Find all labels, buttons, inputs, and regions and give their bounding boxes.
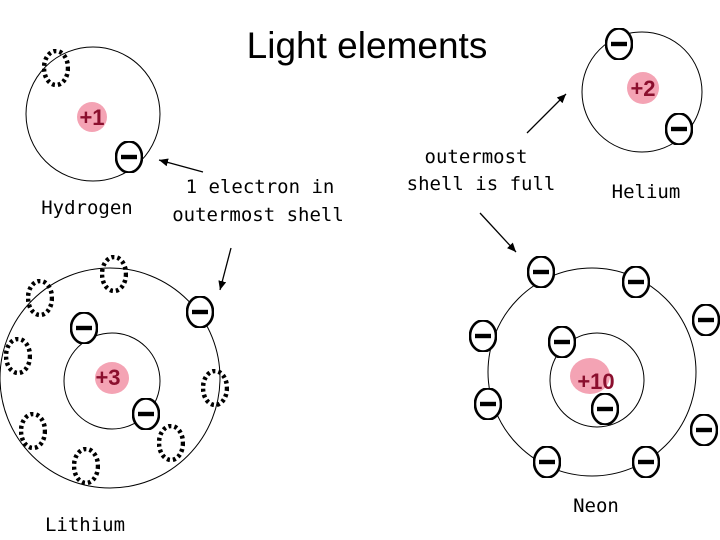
arrow-to-hydrogen	[158, 158, 204, 173]
empty-electron-slot-icon	[44, 51, 68, 85]
electron-minus-icon	[132, 398, 160, 430]
page-title: Light elements	[247, 25, 488, 66]
electron-minus-icon	[622, 266, 650, 298]
lithium-charge: +3	[95, 365, 120, 390]
electron-minus-icon	[605, 28, 633, 60]
electron-minus-icon	[533, 446, 561, 478]
electron-minus-icon	[186, 296, 214, 328]
electron-minus-icon	[474, 388, 502, 420]
electron-minus-icon	[527, 256, 555, 288]
empty-electron-slot-icon	[74, 449, 98, 483]
helium-orbit	[581, 31, 703, 153]
shell-full-annotation: outermost shell is full	[407, 93, 567, 253]
arrow-to-lithium	[218, 247, 232, 291]
empty-electron-slot-icon	[28, 281, 52, 315]
lithium-outer-orbit	[0, 267, 221, 489]
helium-nucleus	[627, 72, 659, 104]
empty-electron-slot-icon	[102, 257, 126, 291]
lithium-atom: +3 Lithium	[0, 257, 227, 536]
empty-electron-slot-icon	[6, 339, 30, 373]
annotation-line-2: outermost shell	[172, 204, 344, 226]
helium-atom: +2 Helium	[581, 28, 703, 203]
electron-minus-icon	[548, 326, 576, 358]
neon-inner-orbit	[549, 332, 645, 428]
electron-minus-icon	[665, 113, 693, 145]
helium-charge: +2	[630, 76, 655, 101]
lithium-nucleus	[95, 362, 129, 394]
electron-minus-icon	[591, 393, 619, 425]
lithium-label: Lithium	[45, 514, 125, 536]
electron-minus-icon	[632, 446, 660, 478]
neon-label: Neon	[573, 495, 619, 517]
electron-minus-icon	[70, 312, 98, 344]
one-electron-annotation: 1 electron in outermost shell	[158, 158, 344, 291]
lithium-inner-orbit	[63, 332, 161, 430]
electron-minus-icon	[469, 320, 497, 352]
hydrogen-label: Hydrogen	[41, 197, 133, 219]
empty-electron-slot-icon	[203, 371, 227, 405]
arrow-to-helium	[526, 93, 567, 134]
annotation-line-2: shell is full	[407, 173, 556, 195]
hydrogen-atom: +1 Hydrogen	[25, 46, 161, 219]
hydrogen-charge: +1	[79, 105, 104, 130]
neon-charge: +10	[577, 369, 614, 394]
helium-label: Helium	[612, 181, 681, 203]
hydrogen-orbit	[25, 46, 161, 182]
electron-minus-icon	[690, 414, 718, 446]
annotation-line-1: outermost	[425, 146, 528, 168]
electron-minus-icon	[115, 141, 143, 173]
annotation-line-1: 1 electron in	[186, 176, 335, 198]
hydrogen-nucleus	[77, 102, 107, 132]
neon-atom: +10 Neon	[469, 256, 720, 517]
empty-electron-slot-icon	[21, 414, 45, 448]
neon-nucleus	[570, 358, 610, 394]
arrow-to-neon	[479, 212, 517, 253]
empty-electron-slot-icon	[159, 426, 183, 460]
electron-minus-icon	[692, 304, 720, 336]
neon-outer-orbit	[487, 267, 697, 477]
